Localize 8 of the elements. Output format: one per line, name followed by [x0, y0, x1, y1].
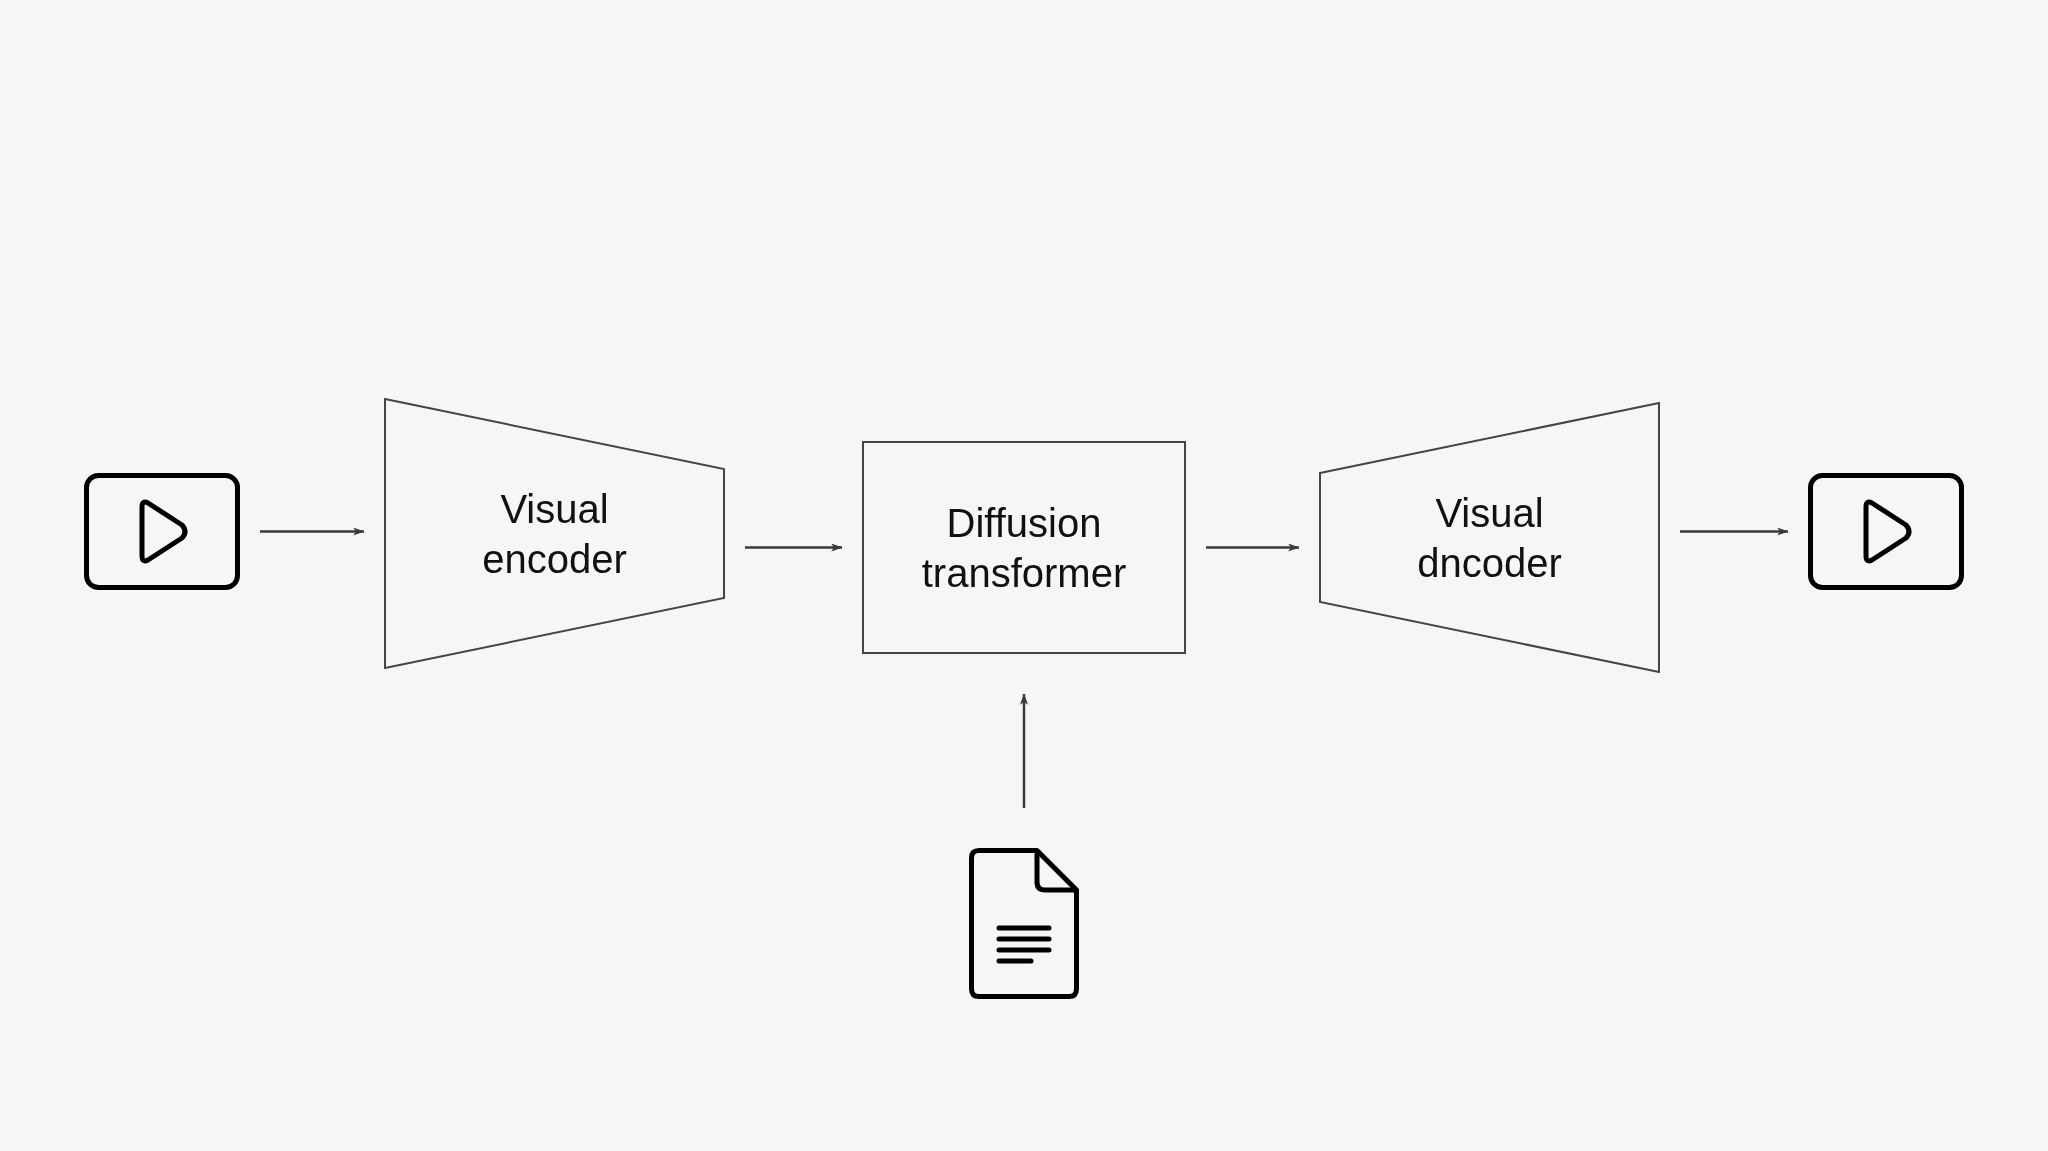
arrow: [1206, 543, 1300, 552]
block-label: Diffusion transformer: [920, 499, 1128, 597]
block-label: Visual encoder: [481, 485, 628, 583]
arrow: [745, 543, 843, 552]
arrow: [1680, 527, 1789, 536]
block-label: Visual dncoder: [1416, 489, 1563, 587]
arrow: [1020, 693, 1028, 808]
arrow: [260, 527, 365, 536]
